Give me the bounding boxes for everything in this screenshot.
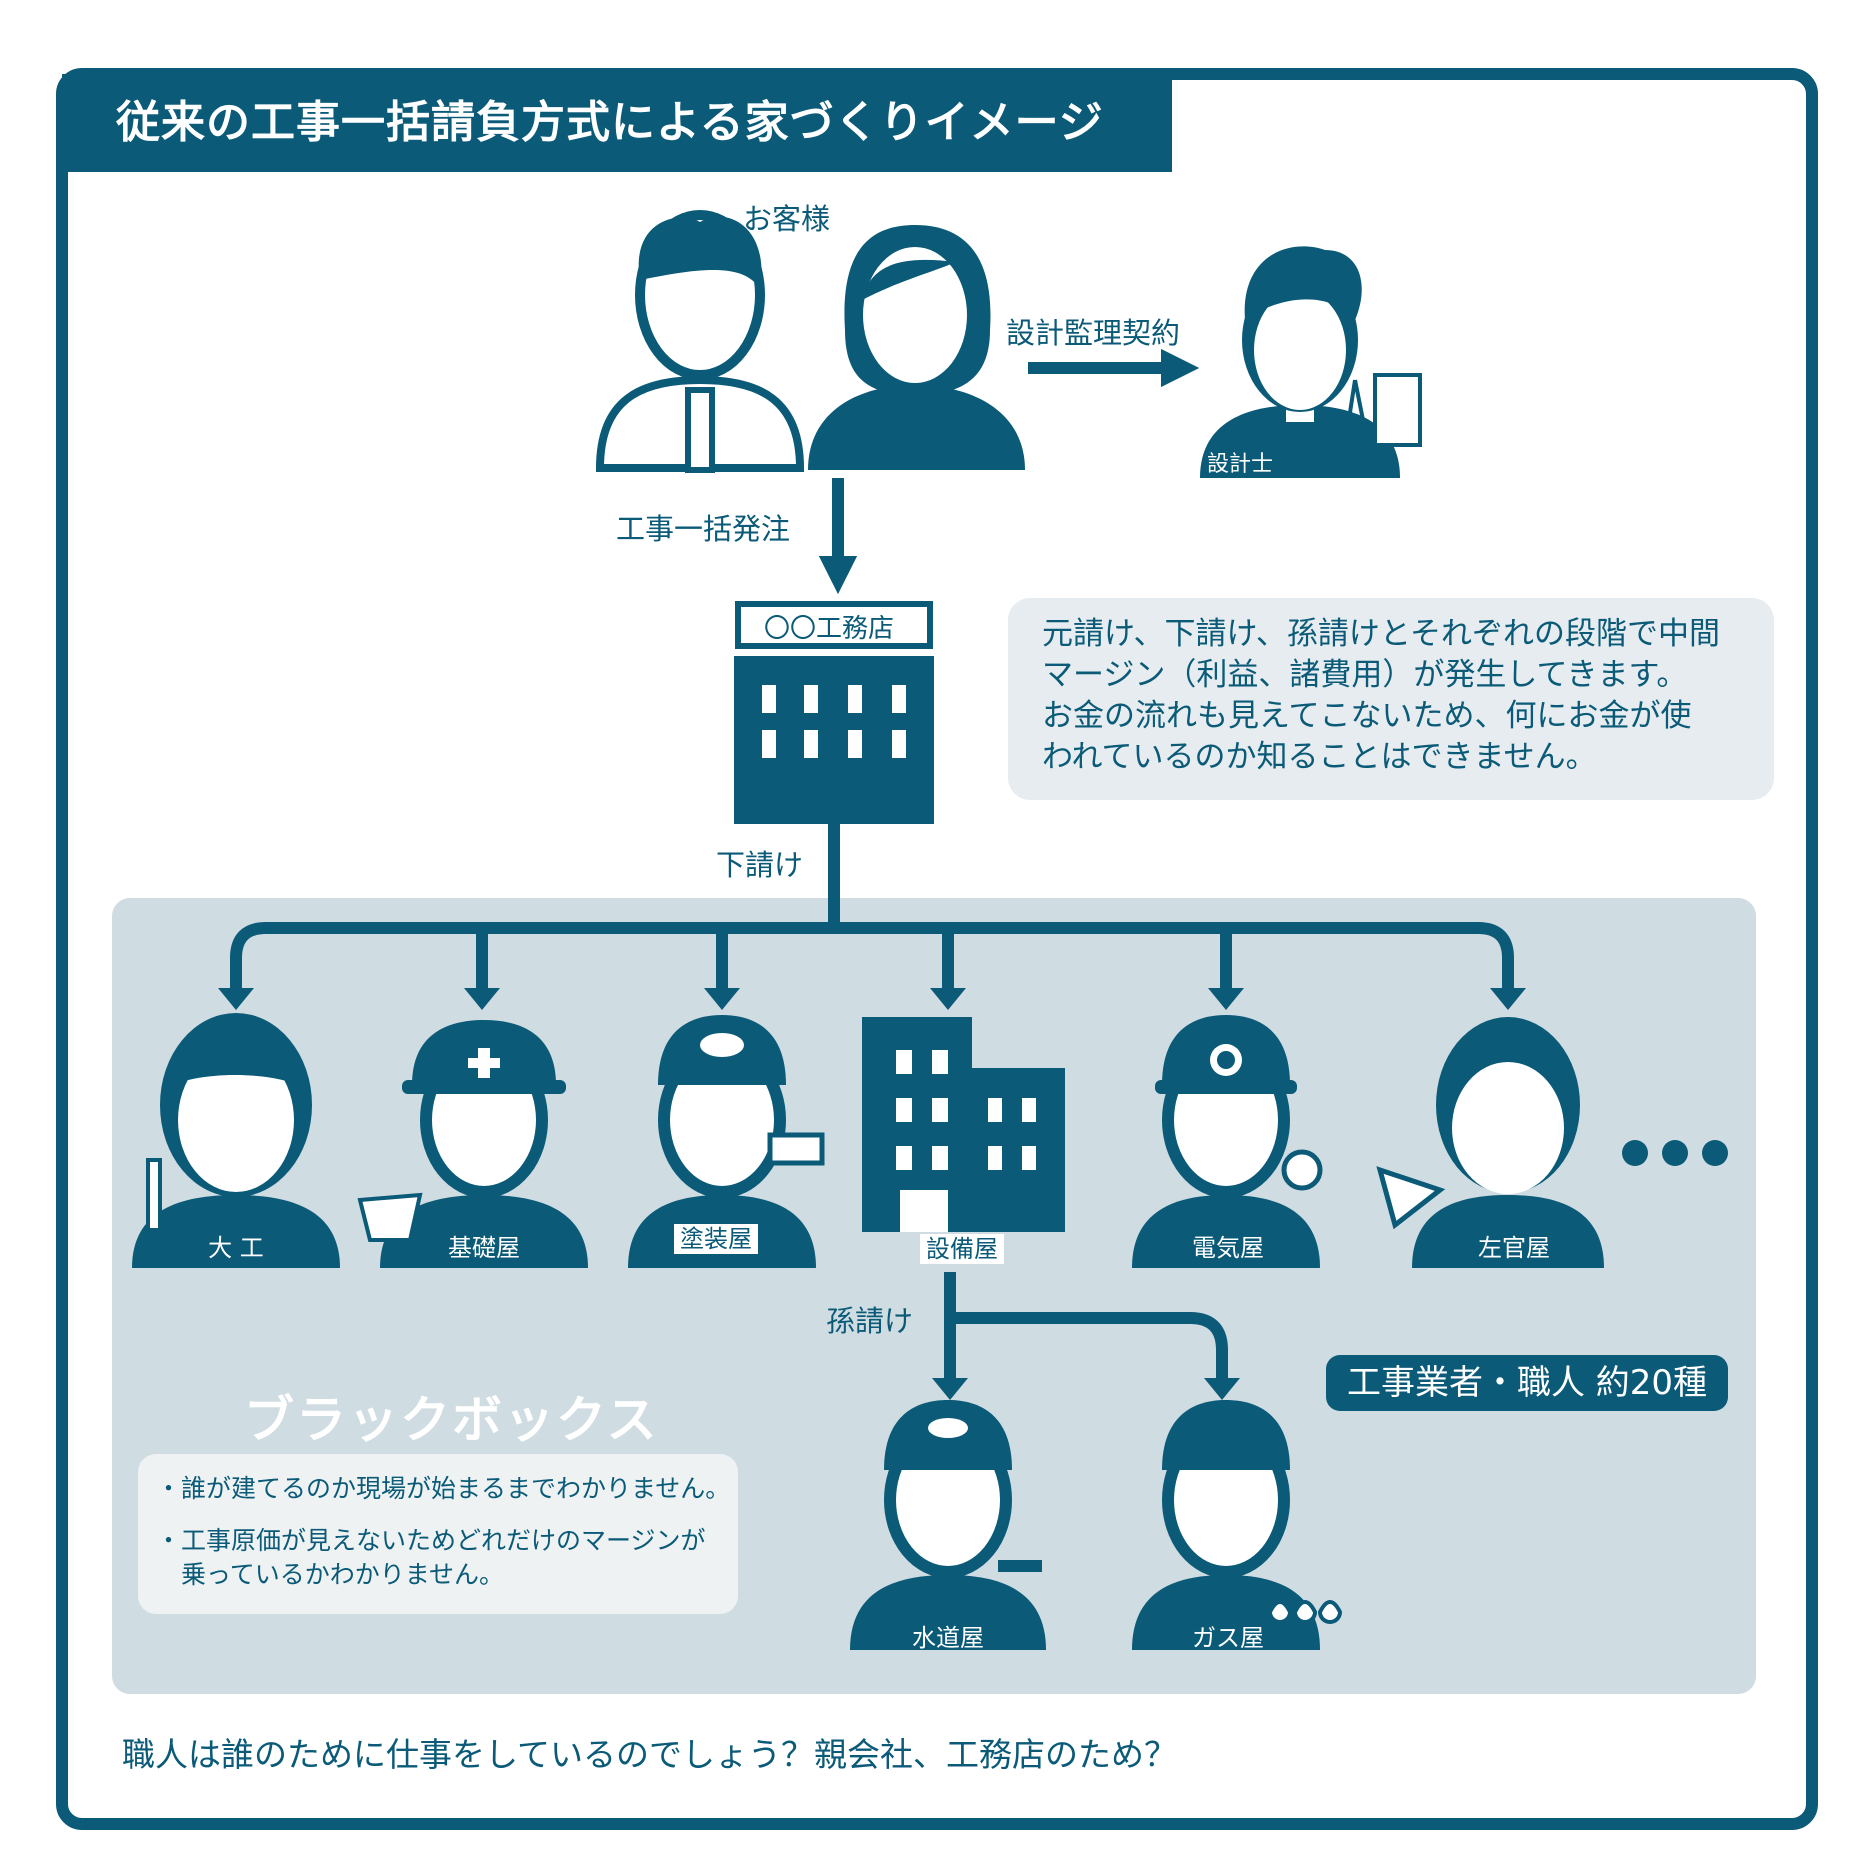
margin-note-line: 元請け、下請け、孫請けとそれぞれの段階で中間 [1042,616,1720,652]
electrician-icon [1132,1015,1323,1268]
subcontract-arrowheads [218,988,1526,1010]
subcontract-lines [230,824,1514,990]
bottom-question: 職人は誰のために仕事をしているのでしょう？親会社、工務店のため？ [122,1735,1178,1774]
trade-label-plumber: 水道屋 [912,1624,984,1652]
black-box-line: ・誰が建てるのか現場が始まるまでわかりません。 [156,1474,731,1503]
order-label: 工事一括発注 [616,512,791,546]
customer-label: お客様 [743,202,831,236]
more-trades-ellipsis [1622,1140,1742,1170]
sub-subcontract-arrowheads [932,1378,1240,1400]
sub-subcontract-lines [944,1272,1228,1380]
black-box-title: ブラックボックス [244,1391,659,1449]
trade-label-equipment: 設備屋 [920,1234,1004,1264]
customer-man-icon [595,210,805,473]
trade-label-carpenter: 大 工 [208,1234,264,1262]
trade-label-gas: ガス屋 [1192,1624,1264,1652]
customer-woman-icon [808,225,1025,470]
trade-label-electrician: 電気屋 [1192,1234,1264,1262]
trade-label-plasterer: 左官屋 [1478,1234,1550,1262]
equipment-building-icon [862,1017,1065,1232]
contractor-building-icon [734,601,934,824]
trade-label-painter: 塗装屋 [674,1224,758,1254]
margin-note: 元請け、下請け、孫請けとそれぞれの段階で中間 マージン（利益、諸費用）が発生して… [1008,598,1774,800]
trade-count-badge: 工事業者・職人 約20種 [1326,1355,1728,1411]
architect-label: 設計士 [1206,452,1274,477]
gas-worker-icon [1132,1400,1343,1650]
black-box-line: 乗っているかわかりません。 [156,1560,505,1589]
margin-note-line: マージン（利益、諸費用）が発生してきます。 [1042,657,1688,693]
trade-label-foundation: 基礎屋 [448,1234,520,1262]
contractor-sign: 〇〇工務店 [764,614,895,644]
page-title: 従来の工事一括請負方式による家づくりイメージ [62,74,1172,172]
carpenter-icon [132,1013,340,1268]
sub-subcontract-label: 孫請け [826,1304,914,1338]
black-box-notes: ・誰が建てるのか現場が始まるまでわかりません。 ・工事原価が見えないためどれだけ… [138,1454,738,1614]
subcontract-label: 下請け [716,848,804,882]
black-box-line: ・工事原価が見えないためどれだけのマージンが [156,1526,706,1555]
design-contract-label: 設計監理契約 [1006,316,1181,350]
margin-note-line: お金の流れも見えてこないため、何にお金が使 [1042,698,1692,734]
margin-note-line: われているのか知ることはできません。 [1042,739,1597,775]
plasterer-icon [1376,1017,1604,1268]
plumber-icon [850,1400,1046,1650]
foundation-worker-icon [357,1020,588,1268]
architect-icon [1200,246,1422,478]
